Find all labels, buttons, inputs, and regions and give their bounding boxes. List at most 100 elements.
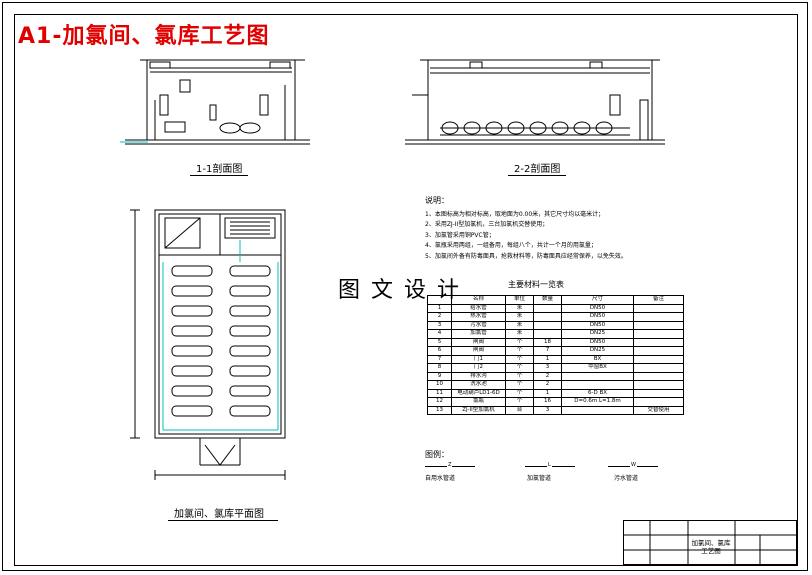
table-cell — [633, 363, 684, 373]
table-cell: 米 — [505, 312, 534, 322]
table-header-row: 名称单位数量尺寸备注 — [427, 295, 684, 305]
section-2-2-caption: 2-2剖面图 — [514, 164, 561, 175]
legend-label: 自用水管道 — [425, 475, 456, 482]
table-cell — [533, 303, 562, 313]
table-header-cell: 尺寸 — [561, 295, 634, 305]
chlorine-cylinder — [229, 345, 271, 357]
table-cell — [633, 388, 684, 398]
materials-title: 主要材料一览表 — [508, 280, 564, 289]
table-cell: 个 — [505, 337, 534, 347]
table-header-cell — [427, 295, 452, 305]
chlorine-cylinder — [229, 385, 271, 397]
legend-code: Z — [447, 462, 453, 468]
table-cell — [633, 397, 684, 407]
table-cell: 3 — [533, 405, 562, 415]
table-cell: 门2 — [451, 363, 506, 373]
table-cell — [633, 346, 684, 356]
chlorine-cylinder-end — [485, 121, 503, 135]
table-header-cell: 名称 — [451, 295, 506, 305]
caption-underline — [168, 520, 278, 521]
table-cell: 4 — [427, 329, 452, 339]
table-cell: 16 — [533, 397, 562, 407]
table-cell: 给水管 — [451, 303, 506, 313]
table-cell: 个 — [505, 388, 534, 398]
table-header-cell: 备注 — [633, 295, 684, 305]
table-cell: 热水管 — [451, 312, 506, 322]
table-cell — [633, 329, 684, 339]
table-cell: 米 — [505, 320, 534, 330]
table-cell: DN50 — [561, 320, 634, 330]
chlorine-cylinder — [171, 385, 213, 397]
table-cell: D=0.6m L=1.8m — [561, 397, 634, 407]
table-cell — [533, 329, 562, 339]
table-cell: 中窗BX — [561, 363, 634, 373]
chlorine-cylinder — [229, 285, 271, 297]
table-cell — [633, 312, 684, 322]
title-block-grid — [623, 520, 797, 565]
table-cell: 3 — [533, 363, 562, 373]
table-cell: DN50 — [561, 337, 634, 347]
table-cell — [561, 405, 634, 415]
table-cell: 13 — [427, 405, 452, 415]
table-cell: 2 — [533, 371, 562, 381]
table-cell — [533, 312, 562, 322]
table-cell: 7 — [533, 346, 562, 356]
table-cell: 米 — [505, 329, 534, 339]
table-cell: DN50 — [561, 312, 634, 322]
legend-code: L — [547, 462, 552, 468]
table-cell: 个 — [505, 397, 534, 407]
table-cell: 洗水池 — [451, 380, 506, 390]
plan-cylinders — [171, 265, 271, 417]
table-cell: 7 — [427, 354, 452, 364]
note-item: 5、加氯间外备有防毒面具，抢救材料等，防毒面具应经常保养，以免失效。 — [425, 252, 627, 260]
table-cell — [633, 380, 684, 390]
note-item: 3、加氯管采用铜PVC管； — [425, 231, 495, 239]
plan-drawing — [130, 209, 286, 480]
table-cell — [633, 303, 684, 313]
chlorine-cylinder-end — [529, 121, 547, 135]
table-cell: 电动葫芦LD1-6D — [451, 388, 506, 398]
table-cell: 污水管 — [451, 320, 506, 330]
chlorine-cylinder-end — [595, 121, 613, 135]
legend-title: 图例： — [425, 450, 449, 459]
chlorine-cylinder — [229, 305, 271, 317]
chlorine-cylinder — [171, 325, 213, 337]
table-cell: 闸阀 — [451, 346, 506, 356]
note-item: 2、采用ZJ-II型加氯机，三台加氯机交替使用； — [425, 221, 549, 228]
chlorine-cylinder — [229, 405, 271, 417]
chlorine-cylinder — [171, 285, 213, 297]
table-cell: 6-D BX — [561, 388, 634, 398]
table-cell: 交替使用 — [633, 405, 684, 415]
section-1-1-caption: 1-1剖面图 — [196, 164, 243, 175]
table-cell: 加氯管 — [451, 329, 506, 339]
water-pipes — [120, 141, 279, 431]
table-cell: 12 — [427, 397, 452, 407]
table-cell: 个 — [505, 371, 534, 381]
table-cell: 台 — [505, 405, 534, 415]
title-block — [623, 520, 797, 565]
title-block-drawing-name: 加氯间、氯库工艺图 — [691, 539, 731, 555]
table-cell: ZJ-II型加氯机 — [451, 405, 506, 415]
table-cell: 11 — [427, 388, 452, 398]
table-cell — [633, 320, 684, 330]
section-2-2-drawing — [405, 59, 665, 145]
table-cell: 个 — [505, 380, 534, 390]
table-cell: 18 — [533, 337, 562, 347]
section-2-2-cylinders — [441, 121, 613, 135]
table-cell: 门1 — [451, 354, 506, 364]
table-cell: BX — [561, 354, 634, 364]
drawing-frame — [14, 14, 798, 566]
chlorine-cylinder — [229, 265, 271, 277]
